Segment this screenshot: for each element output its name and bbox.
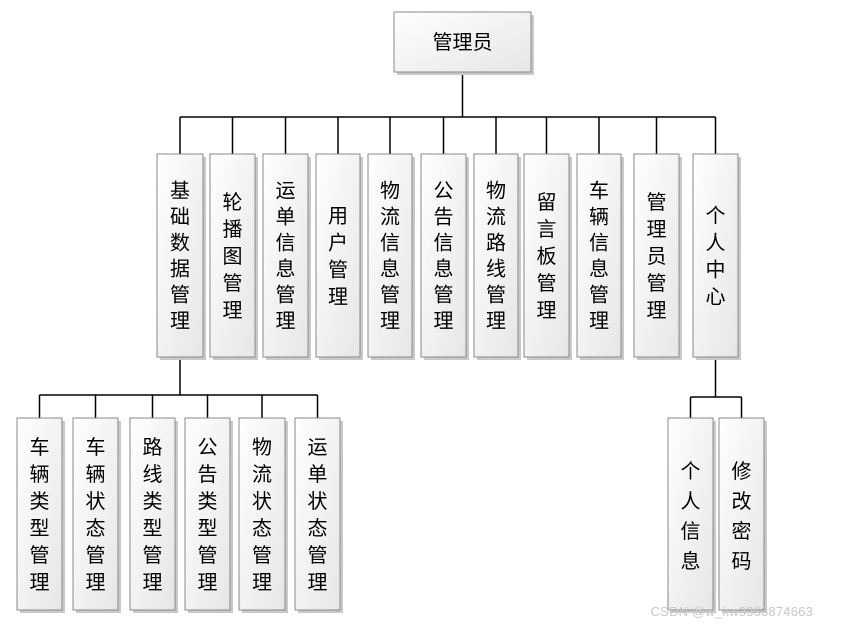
node-label: 运单状态管理 [308,435,328,594]
node-box [692,153,739,358]
node-label: 个人信息 [681,459,701,573]
node-box [238,417,286,611]
node-box [718,417,765,611]
node-label: 车辆状态管理 [86,435,106,594]
node-box [576,153,622,358]
node-label: 车辆类型管理 [30,435,50,594]
node-box [523,153,570,358]
node-label: 车辆信息管理 [589,179,609,333]
node-base-child: 路线类型管理 [129,417,178,613]
node-base-child: 车辆类型管理 [16,417,65,613]
node-label: 修改密码 [732,459,752,573]
node-label: 基础数据管理 [170,179,190,333]
node-message: 留言板管理 [523,153,572,360]
node-carousel: 轮播图管理 [209,153,258,360]
node-logistics: 物流信息管理 [367,153,415,360]
node-personal-child: 个人信息 [667,417,716,613]
node-base-child: 车辆状态管理 [72,417,121,613]
node-label: 公告类型管理 [198,435,218,594]
node-vehicle: 车辆信息管理 [576,153,624,360]
node-box [262,153,309,358]
node-base: 基础数据管理 [156,153,206,360]
node-box [156,153,204,358]
node-label: 物流状态管理 [252,435,272,594]
node-label: 物流路线管理 [486,179,506,333]
node-box [16,417,63,611]
node-label: 管理员管理 [647,190,667,322]
node-box [72,417,119,611]
node-base-child: 公告类型管理 [184,417,233,613]
node-label: 路线类型管理 [143,435,163,594]
node-base-child: 物流状态管理 [238,417,288,613]
node-label: 公告信息管理 [434,179,454,333]
watermark: CSDN @w_kw3363874663 [650,604,813,619]
node-label: 个人中心 [706,204,726,309]
node-box [367,153,413,358]
node-route: 物流路线管理 [473,153,521,360]
node-personal: 个人中心 [692,153,741,360]
node-box [294,417,341,611]
node-box [667,417,714,611]
node-notice: 公告信息管理 [420,153,469,360]
node-box [315,153,361,358]
node-box [473,153,519,358]
node-waybill: 运单信息管理 [262,153,311,360]
node-label: 运单信息管理 [276,179,296,333]
node-base-child: 运单状态管理 [294,417,343,613]
node-box [420,153,467,358]
node-label: 轮播图管理 [223,190,243,322]
node-user: 用户管理 [315,153,363,360]
connector-lines [38,72,743,418]
node-box [184,417,231,611]
node-label: 管理员 [433,30,493,54]
node-admin: 管理员管理 [633,153,682,360]
node-label: 留言板管理 [537,190,557,322]
node-personal-child: 修改密码 [718,417,767,613]
node-box [393,11,532,73]
node-box [633,153,680,358]
node-root-admin: 管理员 [393,11,534,75]
node-label: 用户管理 [328,204,348,309]
node-box [129,417,176,611]
node-label: 物流信息管理 [380,179,400,333]
node-box [209,153,256,358]
